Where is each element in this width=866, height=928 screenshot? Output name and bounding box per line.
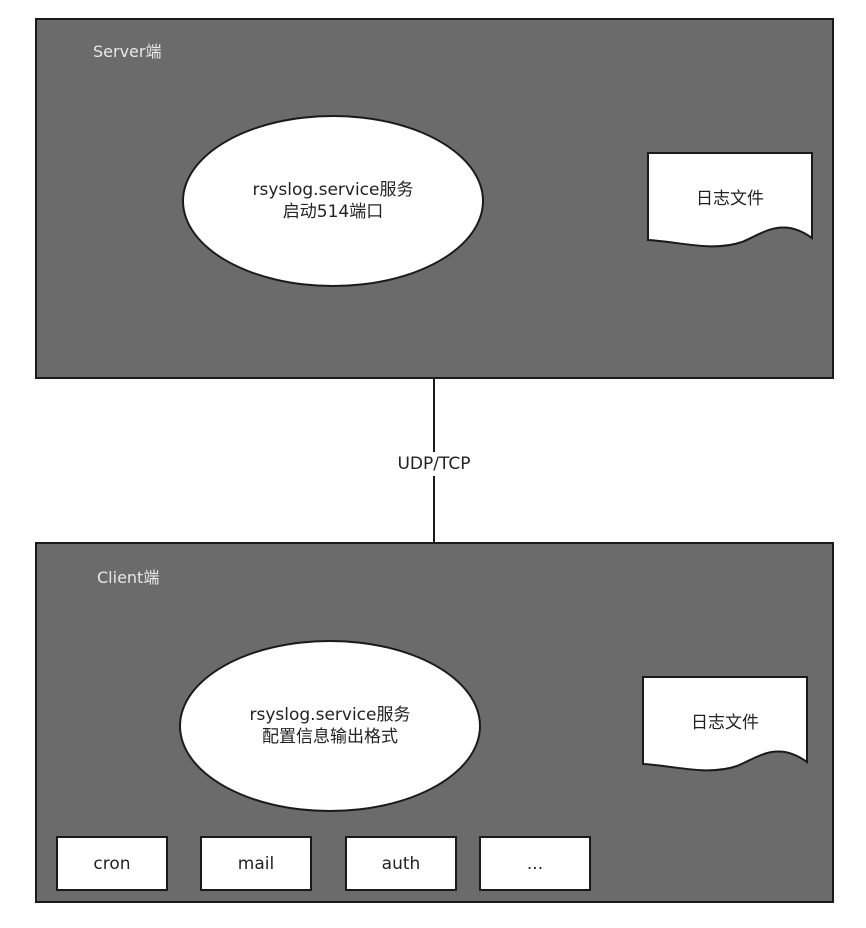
facility-auth: auth	[345, 836, 457, 891]
document-icon	[642, 676, 808, 772]
connection-label: UDP/TCP	[384, 452, 484, 476]
client-service-ellipse: rsyslog.service服务 配置信息输出格式	[179, 640, 481, 812]
server-service-ellipse: rsyslog.service服务 启动514端口	[182, 115, 484, 287]
client-log-file: 日志文件	[642, 676, 808, 774]
document-icon	[647, 152, 813, 248]
facility-more: ...	[479, 836, 591, 891]
facility-cron: cron	[56, 836, 168, 891]
server-panel: Server端 rsyslog.service服务 启动514端口 日志文件	[35, 18, 834, 379]
server-label: Server端	[93, 42, 162, 61]
client-label: Client端	[97, 568, 160, 587]
server-service-line2: 启动514端口	[282, 202, 384, 222]
client-log-file-label: 日志文件	[691, 713, 759, 733]
server-log-file-label: 日志文件	[696, 189, 764, 209]
server-log-file: 日志文件	[647, 152, 813, 250]
client-service-line2: 配置信息输出格式	[262, 727, 398, 747]
facility-mail: mail	[200, 836, 312, 891]
client-service-line1: rsyslog.service服务	[249, 705, 411, 725]
client-panel: Client端 rsyslog.service服务 配置信息输出格式 日志文件	[35, 542, 834, 903]
server-service-line1: rsyslog.service服务	[252, 180, 414, 200]
